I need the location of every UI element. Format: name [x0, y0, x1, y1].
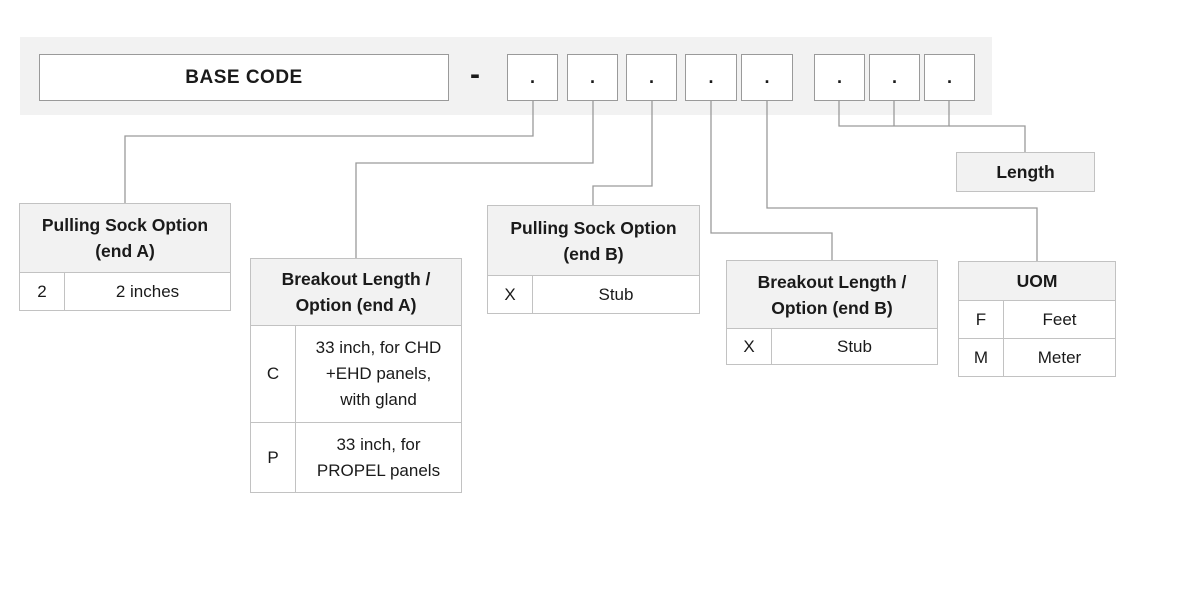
table-header: UOM	[958, 261, 1116, 301]
table-pulling-sock-b: Pulling Sock Option (end B) X Stub	[487, 205, 700, 314]
table-row: X Stub	[487, 275, 700, 314]
option-code: X	[726, 328, 772, 365]
table-row: C 33 inch, for CHD +EHD panels, with gla…	[250, 325, 462, 423]
description-line: +EHD panels,	[325, 364, 432, 383]
table-title-line: (end A)	[95, 241, 155, 261]
option-description: Stub	[771, 328, 938, 365]
table-title-line: Breakout Length /	[281, 269, 431, 289]
code-slot-length-1: .	[814, 54, 865, 101]
description-line: with gland	[340, 390, 417, 409]
option-code: X	[487, 275, 533, 314]
code-slot-pulling-sock-b: .	[626, 54, 677, 101]
connector-breakout-a	[355, 101, 594, 259]
table-title-line: Option (end A)	[295, 295, 417, 315]
description-line: PROPEL panels	[316, 460, 441, 480]
table-row: P 33 inch, for PROPEL panels	[250, 422, 462, 493]
connector-pulling-sock-b	[592, 101, 653, 206]
option-code: 2	[19, 272, 65, 311]
table-header: Pulling Sock Option (end B)	[487, 205, 700, 276]
code-slot-breakout-b: .	[685, 54, 737, 101]
code-slot-length-3: .	[924, 54, 975, 101]
table-title-line: (end B)	[563, 243, 624, 264]
connector-length-drop	[949, 125, 1026, 152]
connector-breakout-b	[710, 101, 833, 261]
table-uom: UOM F Feet M Meter	[958, 261, 1116, 377]
code-slot-uom: .	[741, 54, 793, 101]
option-description: Meter	[1003, 338, 1116, 377]
option-description: 33 inch, for PROPEL panels	[295, 422, 462, 493]
option-code: C	[250, 325, 296, 423]
option-code: M	[958, 338, 1004, 377]
table-title-line: Option (end B)	[771, 297, 893, 318]
table-header: Breakout Length / Option (end B)	[726, 260, 938, 329]
base-code-box: BASE CODE	[39, 54, 449, 101]
option-description: 33 inch, for CHD +EHD panels, with gland	[295, 325, 462, 423]
option-code: P	[250, 422, 296, 493]
code-slot-pulling-sock-a: .	[507, 54, 558, 101]
table-title-line: Pulling Sock Option	[510, 217, 677, 238]
length-label: Length	[956, 152, 1095, 192]
description-line: 33 inch, for	[336, 434, 421, 454]
connector-pulling-sock-a	[124, 101, 534, 204]
code-slot-length-2: .	[869, 54, 920, 101]
table-breakout-b: Breakout Length / Option (end B) X Stub	[726, 260, 938, 365]
table-title-line: Pulling Sock Option	[41, 215, 209, 235]
table-header: Breakout Length / Option (end A)	[250, 258, 462, 326]
option-code: F	[958, 300, 1004, 339]
table-row: M Meter	[958, 338, 1116, 377]
connector-uom	[766, 101, 1038, 262]
code-separator: -	[470, 58, 480, 91]
table-row: F Feet	[958, 300, 1116, 339]
table-header: Pulling Sock Option (end A)	[19, 203, 231, 273]
code-slot-breakout-a: .	[567, 54, 618, 101]
table-row: 2 2 inches	[19, 272, 231, 311]
table-title-line: Breakout Length /	[757, 271, 907, 292]
table-row: X Stub	[726, 328, 938, 365]
option-description: Stub	[532, 275, 700, 314]
option-description: 2 inches	[64, 272, 231, 311]
description-line: 33 inch, for CHD	[315, 338, 442, 357]
option-description: Feet	[1003, 300, 1116, 339]
table-pulling-sock-a: Pulling Sock Option (end A) 2 2 inches	[19, 203, 231, 311]
table-breakout-a: Breakout Length / Option (end A) C 33 in…	[250, 258, 462, 493]
